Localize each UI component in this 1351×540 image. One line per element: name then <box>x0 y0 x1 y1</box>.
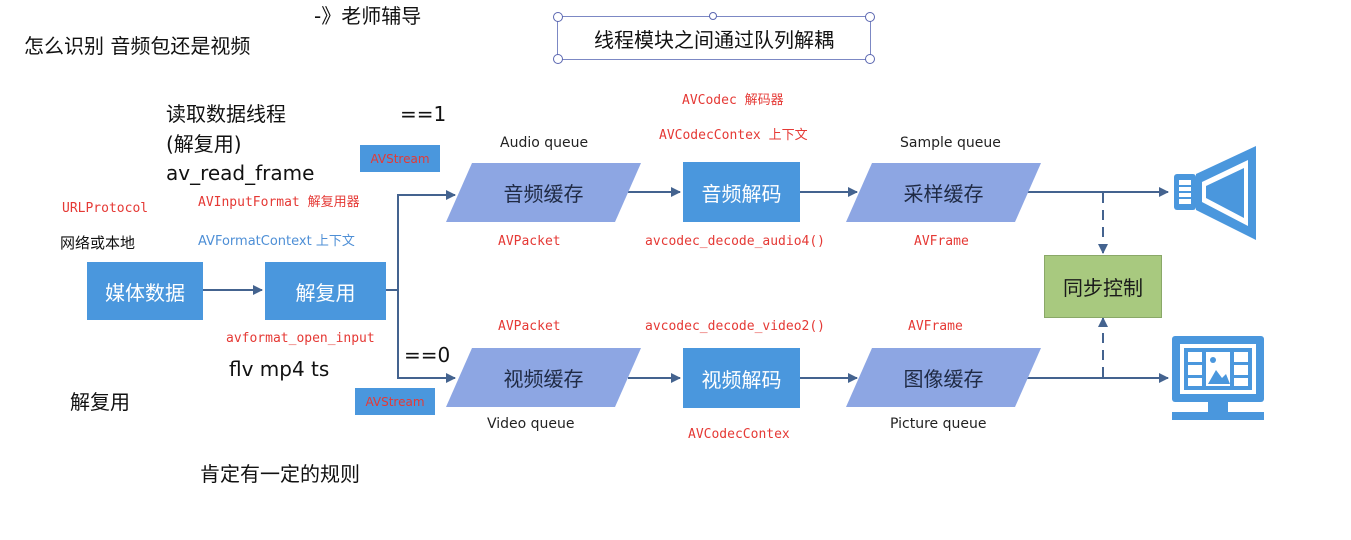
demux-box[interactable]: 解复用 <box>265 262 386 320</box>
audio-decode-box[interactable]: 音频解码 <box>683 162 800 222</box>
label-avpacket-video: AVPacket <box>498 319 561 334</box>
monitor-icon <box>1172 336 1264 420</box>
sample-buffer-box[interactable]: 采样缓存 <box>846 163 1041 222</box>
rotate-handle[interactable] <box>709 12 717 20</box>
video-buffer-shape <box>446 348 641 407</box>
thread-decouple-note[interactable]: 线程模块之间通过队列解耦 <box>553 12 875 64</box>
label-avcodeccontex-top: AVCodecContex 上下文 <box>659 128 808 143</box>
note-eq1: ==1 <box>400 102 447 126</box>
audio-buffer-label: 音频缓存 <box>503 182 584 206</box>
label-avpacket-audio: AVPacket <box>498 234 561 249</box>
resize-handle-bl[interactable] <box>553 54 563 64</box>
avstream-tag-top: AVStream <box>360 145 440 172</box>
thread-decouple-text: 线程模块之间通过队列解耦 <box>594 27 834 52</box>
video-buffer-box[interactable]: 视频缓存 <box>446 348 641 407</box>
audio-buffer-shape <box>446 163 641 222</box>
note-how-identify: 怎么识别 音频包还是视频 <box>24 34 251 58</box>
note-rules: 肯定有一定的规则 <box>200 462 360 486</box>
note-demux: 解复用 <box>70 390 130 414</box>
label-network-or-local: 网络或本地 <box>60 234 136 252</box>
note-eq0: ==0 <box>404 343 451 367</box>
label-video-queue: Video queue <box>487 416 575 432</box>
note-formats: flv mp4 ts <box>229 357 330 381</box>
label-avframe-audio: AVFrame <box>914 234 969 249</box>
speaker-icon <box>1174 146 1256 240</box>
resize-handle-tl[interactable] <box>553 12 563 22</box>
image-buffer-shape <box>846 348 1041 407</box>
label-decode-video: avcodec_decode_video2() <box>645 319 826 334</box>
media-data-box[interactable]: 媒体数据 <box>87 262 203 320</box>
audio-buffer-box[interactable]: 音频缓存 <box>446 163 641 222</box>
sync-control-box[interactable]: 同步控制 <box>1044 255 1162 318</box>
label-sample-queue: Sample queue <box>900 135 1001 151</box>
label-urlprotocol: URLProtocol <box>62 201 149 216</box>
label-avcodec: AVCodec 解码器 <box>682 93 784 108</box>
label-avformat-open-input: avformat_open_input <box>226 331 375 346</box>
note-read-thread-2: (解复用) <box>166 132 242 156</box>
label-avcodeccontex-bottom: AVCodecContex <box>688 427 790 442</box>
label-decode-audio: avcodec_decode_audio4() <box>645 234 826 249</box>
avstream-tag-bottom: AVStream <box>355 388 435 415</box>
resize-handle-br[interactable] <box>865 54 875 64</box>
label-avformatcontext: AVFormatContext 上下文 <box>198 234 355 249</box>
image-buffer-label: 图像缓存 <box>903 367 984 391</box>
sample-buffer-shape <box>846 163 1041 222</box>
label-avinputformat: AVInputFormat 解复用器 <box>198 195 360 210</box>
video-decode-box[interactable]: 视频解码 <box>683 348 800 408</box>
arrow-demux-split <box>386 190 456 291</box>
note-read-thread-1: 读取数据线程 <box>166 102 286 126</box>
label-audio-queue: Audio queue <box>500 135 589 151</box>
note-teacher: -》老师辅导 <box>314 4 422 28</box>
label-avframe-video: AVFrame <box>908 319 963 334</box>
label-picture-queue: Picture queue <box>890 416 987 432</box>
note-read-thread-3: av_read_frame <box>166 161 315 185</box>
image-buffer-box[interactable]: 图像缓存 <box>846 348 1041 407</box>
arrow-demux-to-video <box>397 290 456 383</box>
video-buffer-label: 视频缓存 <box>503 367 584 391</box>
sample-buffer-label: 采样缓存 <box>903 182 984 206</box>
resize-handle-tr[interactable] <box>865 12 875 22</box>
